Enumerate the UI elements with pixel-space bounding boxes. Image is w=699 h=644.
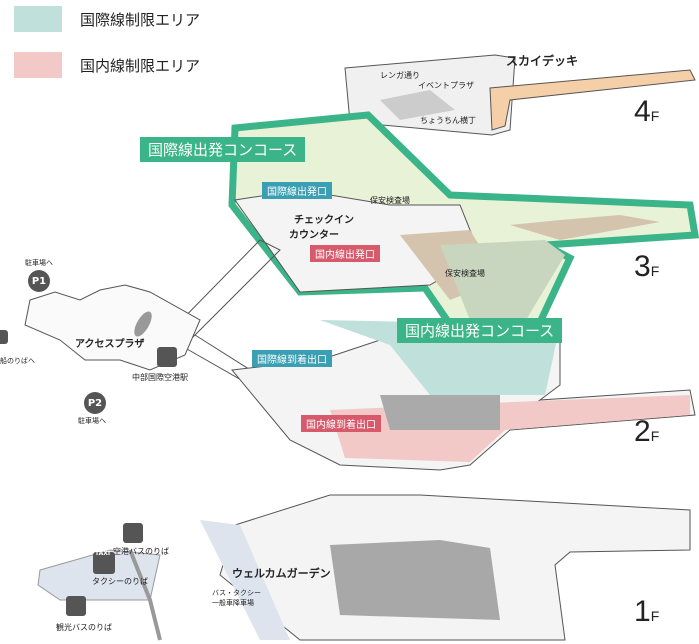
- parking-p2-icon: P2: [84, 392, 106, 414]
- sightseeing-bus-icon: [66, 596, 86, 616]
- security-label-1: 保安検査場: [370, 196, 410, 205]
- train-icon: [157, 347, 177, 367]
- floor-label-2f: 2F: [634, 415, 660, 448]
- sky-deck: [489, 69, 696, 131]
- welcome-garden-label: ウェルカムガーデン: [232, 567, 331, 580]
- access-plaza-label: アクセスプラザ: [75, 339, 145, 350]
- dom-arrival-tag: 国内線到着出口: [301, 415, 381, 432]
- floor-label-3f: 3F: [634, 250, 660, 283]
- sightseeing-bus-label: 観光バスのりば: [56, 623, 112, 632]
- floor-3f: [228, 111, 699, 372]
- checkin-label-2: カウンター: [289, 230, 339, 241]
- dom-departure-tag: 国内線出発口: [310, 245, 380, 262]
- bus-taxi-label-2: 一般車降車場: [212, 599, 254, 607]
- taxi-sign-label: TAXI: [95, 550, 111, 557]
- floor-1f: [200, 494, 691, 641]
- parking-p1-icon: P1: [28, 270, 50, 292]
- intl-departure-tag: 国際線出発口: [262, 182, 332, 199]
- ground-transport: [37, 549, 162, 641]
- floor-4f: [344, 54, 696, 136]
- chouchin-label: ちょうちん横丁: [420, 116, 476, 125]
- floor-2f: [231, 320, 696, 471]
- airport-bus-label: 空港バスのりば: [113, 547, 169, 556]
- access-plaza-area: [24, 284, 201, 371]
- event-plaza-label: イベントプラザ: [418, 81, 474, 90]
- taxi-stand-label: タクシーのりば: [92, 577, 148, 586]
- ferry-label: 船のりばへ: [0, 357, 35, 365]
- checkin-label-1: チェックイン: [294, 215, 354, 226]
- floor-label-1f: 1F: [634, 595, 660, 628]
- security-label-2: 保安検査場: [445, 269, 485, 278]
- intl-arrival-tag: 国際線到着出口: [252, 350, 332, 367]
- bus-icon: [123, 523, 143, 543]
- legend-label-domestic: 国内線制限エリア: [80, 56, 201, 75]
- legend-swatch-domestic: [14, 52, 62, 78]
- taxi-icon: TAXI: [93, 550, 115, 574]
- station-label: 中部国際空港駅: [132, 373, 188, 382]
- legend-international: 国際線制限エリア: [14, 6, 200, 32]
- intl-concourse-banner: 国際線出発コンコース: [140, 137, 306, 162]
- legend-domestic: 国内線制限エリア: [14, 52, 200, 78]
- floor-label-4f: 4F: [634, 95, 660, 128]
- parking-label-1: 駐車場へ: [25, 259, 53, 267]
- bus-taxi-label-1: バス・タクシー: [212, 589, 261, 597]
- renga-label: レンガ通り: [380, 71, 420, 80]
- sky-deck-label: スカイデッキ: [506, 54, 579, 68]
- legend-label-international: 国際線制限エリア: [80, 10, 201, 29]
- legend-swatch-international: [14, 6, 62, 32]
- dom-concourse-banner: 国内線出発コンコース: [397, 318, 563, 343]
- parking-label-2: 駐車場へ: [78, 417, 106, 425]
- ferry-icon: [0, 330, 8, 344]
